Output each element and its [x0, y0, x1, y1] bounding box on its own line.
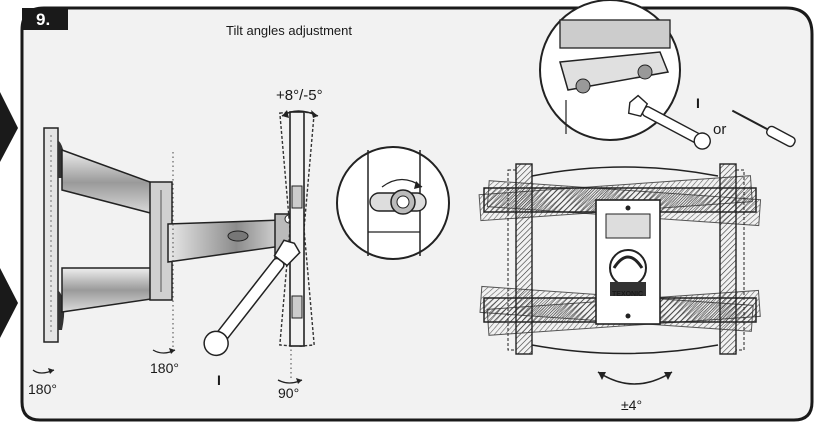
- title: Tilt angles adjustment: [226, 23, 352, 38]
- swivel-plate-label: 90°: [278, 385, 299, 401]
- rotation-label: ±4°: [621, 397, 642, 413]
- upper-arm-segment: [61, 148, 173, 313]
- mount-front-view: TEXONIC: [478, 163, 762, 355]
- rotation-arrow-icon: [32, 348, 303, 384]
- step-badge: 9.: [22, 8, 68, 30]
- left-tab-lower: [0, 268, 18, 338]
- screwdriver-icon: [731, 109, 796, 148]
- left-tab-upper: [0, 92, 18, 162]
- wrench-detail-callout: I: [696, 95, 700, 111]
- bolt-detail-circle: [336, 146, 450, 260]
- wrench-icon: [203, 239, 301, 357]
- wrench-callout: I: [217, 372, 221, 388]
- step-number: 9.: [36, 10, 50, 29]
- wrench-detail-icon: [627, 94, 711, 150]
- tilt-range-label: +8°/-5°: [276, 87, 323, 104]
- rotation-range-arrow-icon: [597, 371, 673, 385]
- tool-or-label: or: [713, 121, 726, 138]
- swivel-wall-label: 180°: [28, 381, 57, 397]
- swivel-elbow-label: 180°: [150, 360, 179, 376]
- brand-plate: TEXONIC: [612, 291, 643, 298]
